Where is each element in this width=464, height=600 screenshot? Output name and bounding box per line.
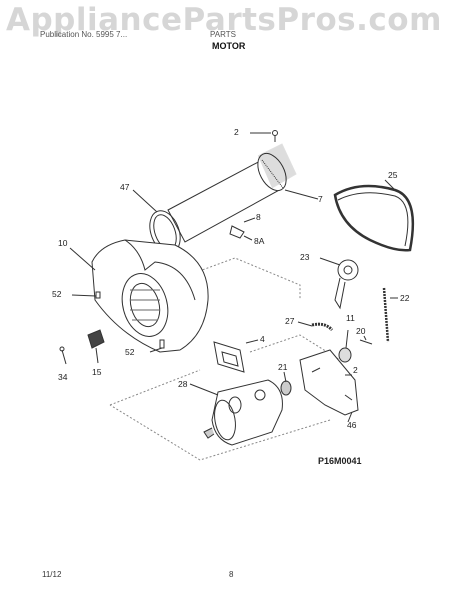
footer-page-number: 8	[229, 570, 234, 579]
screw-part-2	[250, 130, 278, 142]
footer-date: 11/12	[42, 570, 62, 579]
publication-header: Publication No. 5995 7...	[40, 30, 128, 39]
screw-part-34	[59, 346, 67, 365]
callout-46: 46	[347, 420, 357, 430]
callout-52-upper: 52	[52, 289, 62, 299]
callout-28: 28	[178, 379, 188, 389]
pulley-part-11	[338, 329, 352, 363]
callout-20: 20	[356, 326, 366, 336]
callout-7: 7	[318, 194, 323, 204]
callout-27: 27	[285, 316, 295, 326]
clip-part-27	[297, 321, 334, 332]
callout-25: 25	[388, 170, 398, 180]
motor-mount-part-46	[299, 349, 359, 423]
wheel-part-15	[87, 329, 105, 364]
callout-15: 15	[92, 367, 102, 377]
bushing-part-21	[280, 371, 292, 396]
callout-8: 8	[256, 212, 261, 222]
callout-11: 11	[346, 313, 355, 323]
callout-2-lower: 2	[353, 365, 358, 375]
section-title: MOTOR	[212, 41, 246, 51]
callout-4: 4	[260, 334, 265, 344]
callout-47: 47	[120, 182, 130, 192]
callout-22: 22	[400, 293, 410, 303]
motor-part-28	[189, 379, 283, 446]
screw-part-52-upper	[71, 291, 101, 299]
drive-belt-part-25	[333, 179, 415, 252]
callout-10: 10	[58, 238, 68, 248]
spring-part-22	[382, 287, 398, 343]
callout-34: 34	[58, 372, 68, 382]
screw-part-52-lower	[149, 339, 165, 353]
watermark-text: AppliancePartsPros.com	[6, 2, 442, 38]
clip-part-8	[229, 217, 256, 241]
callout-52-lower: 52	[125, 347, 135, 357]
callout-21: 21	[278, 362, 288, 372]
idler-arm-part-23	[319, 257, 359, 310]
callout-8a: 8A	[254, 236, 265, 246]
parts-header: PARTS	[210, 30, 236, 39]
bracket-part-4	[213, 339, 259, 373]
blower-duct-part-7	[167, 143, 319, 243]
pin-part-20	[359, 335, 373, 345]
figure-code: P16M0041	[318, 456, 362, 466]
callout-23: 23	[300, 252, 310, 262]
callout-2: 2	[234, 127, 239, 137]
blower-housing-part-10	[69, 239, 209, 353]
